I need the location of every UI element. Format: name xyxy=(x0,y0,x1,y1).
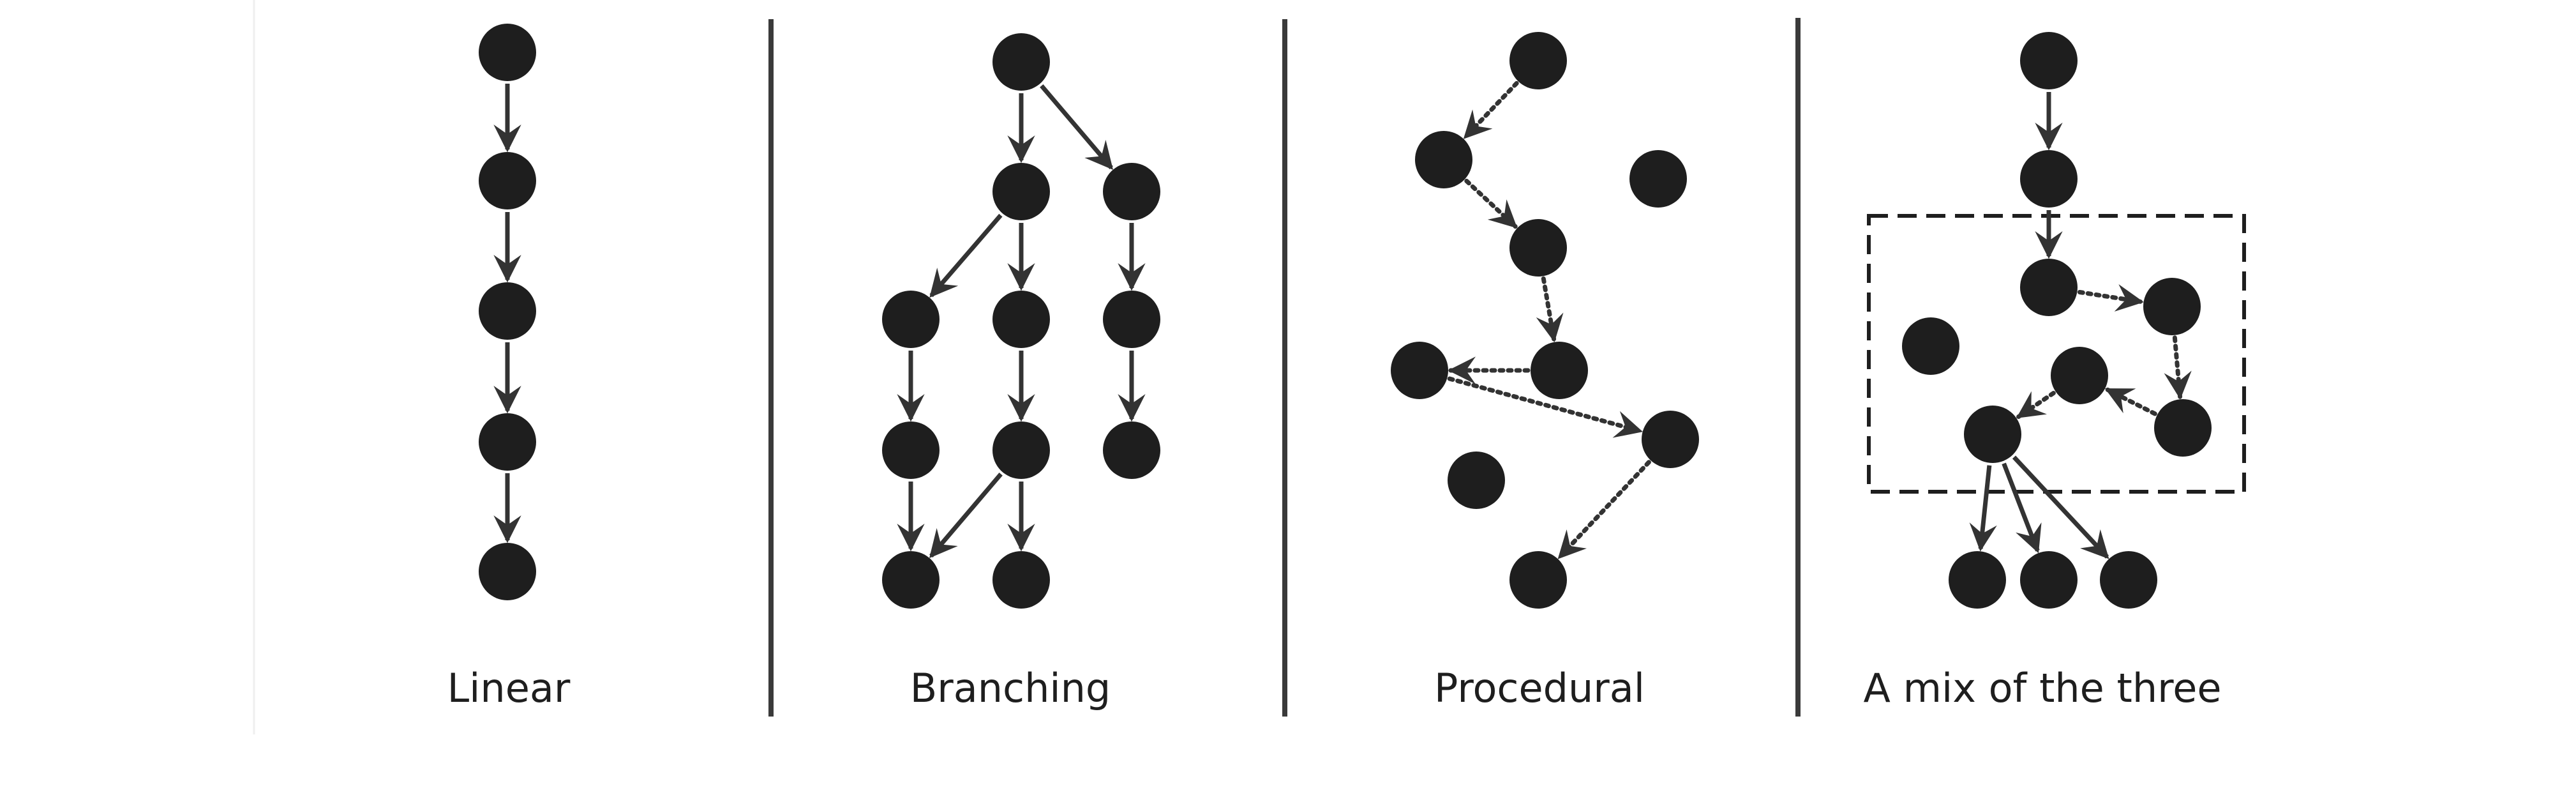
edge-arrow-dotted-24 xyxy=(2164,335,2192,400)
label-branching: Branching xyxy=(910,665,1111,711)
node-b5 xyxy=(992,291,1050,348)
node-m8 xyxy=(1964,406,2021,463)
node-p7 xyxy=(1642,411,1699,468)
edge-arrow-solid-27 xyxy=(1969,465,1997,552)
edge-arrow-dotted-15 xyxy=(1463,80,1519,140)
node-b3 xyxy=(1103,163,1160,220)
node-b10 xyxy=(882,551,940,609)
edge-arrow-solid-6 xyxy=(929,213,1003,298)
node-b7 xyxy=(882,421,940,479)
edge-arrow-dotted-19 xyxy=(1447,376,1643,438)
node-b8 xyxy=(992,421,1050,479)
node-p6 xyxy=(1391,342,1448,399)
node-l5 xyxy=(479,543,536,600)
edge-arrow-dotted-16 xyxy=(1464,178,1518,229)
node-p9 xyxy=(1509,551,1567,609)
node-m7 xyxy=(2154,399,2212,457)
edge-arrow-solid-28 xyxy=(2002,462,2042,554)
node-m6 xyxy=(2051,347,2108,404)
node-p3 xyxy=(1629,150,1687,208)
label-mix-of-three: A mix of the three xyxy=(1863,665,2222,711)
node-p4 xyxy=(1509,219,1567,277)
node-b11 xyxy=(992,551,1050,609)
edge-arrow-dotted-26 xyxy=(2016,391,2056,419)
edge-arrow-solid-5 xyxy=(1040,84,1114,171)
node-b1 xyxy=(992,33,1050,91)
node-p8 xyxy=(1448,452,1505,509)
node-b4 xyxy=(882,291,940,348)
edge-arrow-dotted-23 xyxy=(2077,284,2144,312)
node-l2 xyxy=(479,152,536,209)
label-procedural: Procedural xyxy=(1434,665,1645,711)
node-m4 xyxy=(2143,278,2201,335)
node-p5 xyxy=(1531,342,1588,399)
node-l1 xyxy=(479,24,536,81)
node-m11 xyxy=(2100,551,2157,609)
node-m1 xyxy=(2020,32,2078,89)
procedural-region-box xyxy=(1867,214,2246,494)
edges xyxy=(493,80,2192,559)
edge-arrow-dotted-25 xyxy=(2104,387,2157,416)
node-l3 xyxy=(479,282,536,340)
nodes xyxy=(479,24,2212,609)
node-b9 xyxy=(1103,421,1160,479)
edge-arrow-dotted-20 xyxy=(1557,460,1651,559)
node-m3 xyxy=(2020,259,2078,316)
node-b6 xyxy=(1103,291,1160,348)
node-b2 xyxy=(992,163,1050,220)
node-m5 xyxy=(1902,317,1959,375)
label-linear: Linear xyxy=(447,665,571,711)
node-m10 xyxy=(2020,551,2078,609)
node-m9 xyxy=(1949,551,2006,609)
node-p1 xyxy=(1509,32,1567,89)
node-p2 xyxy=(1415,131,1472,188)
edge-arrow-solid-13 xyxy=(929,473,1003,559)
edge-arrow-dotted-17 xyxy=(1536,276,1564,342)
edge-arrow-solid-29 xyxy=(2012,455,2109,559)
node-m2 xyxy=(2020,150,2078,208)
node-l4 xyxy=(479,413,536,471)
